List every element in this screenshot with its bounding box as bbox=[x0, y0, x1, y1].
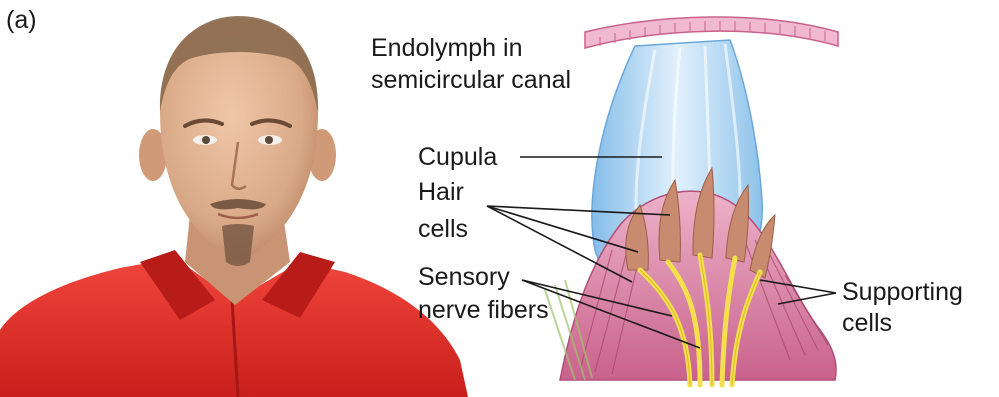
crista-ampullaris bbox=[545, 17, 838, 385]
right-iris bbox=[265, 136, 273, 144]
supporting-label-line1: Supporting bbox=[842, 278, 963, 307]
sensory-label-line2: nerve fibers bbox=[418, 296, 549, 325]
endolymph-label-line2: semicircular canal bbox=[371, 66, 571, 95]
hair-cells-label-line2: cells bbox=[418, 215, 468, 244]
endolymph-label-line1: Endolymph in bbox=[371, 34, 522, 63]
sensory-label-line1: Sensory bbox=[418, 263, 510, 292]
goatee bbox=[222, 224, 254, 266]
left-iris bbox=[202, 136, 210, 144]
cupula-label: Cupula bbox=[418, 143, 497, 172]
panel-label: (a) bbox=[6, 6, 37, 35]
supporting-label-line2: cells bbox=[842, 309, 892, 338]
hair-cells-label-line1: Hair bbox=[418, 178, 464, 207]
